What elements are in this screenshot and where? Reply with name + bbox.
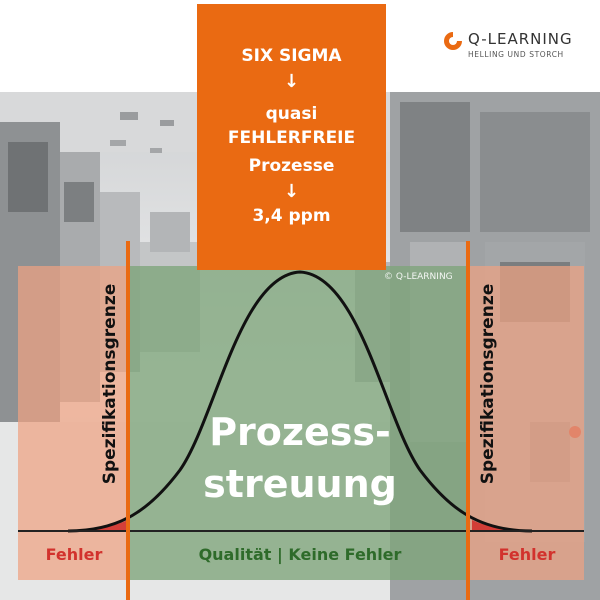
normal-distribution-curve xyxy=(67,270,533,533)
error-label-left: Fehler xyxy=(45,545,103,564)
ppm-value: 3,4 ppm xyxy=(252,206,331,226)
down-arrow-icon: ↓ xyxy=(283,71,300,92)
quality-zone xyxy=(130,266,470,580)
copyright-note: © Q-LEARNING xyxy=(384,272,453,282)
process-spread-line2: streuung xyxy=(203,462,397,506)
spec-limit-line-right xyxy=(466,241,470,600)
spec-limit-label-left: Spezifikationsgrenze xyxy=(100,283,120,485)
error-label-right: Fehler xyxy=(498,545,556,564)
logo-subtitle: HELLING UND STORCH xyxy=(468,50,564,59)
prozesse-text: Prozesse xyxy=(248,156,335,176)
q-learning-logo: Q-LEARNING HELLING UND STORCH xyxy=(442,28,582,68)
baseline xyxy=(18,530,584,532)
quality-label: Qualität | Keine Fehler xyxy=(198,545,402,564)
q-learning-logo-icon xyxy=(444,32,462,50)
six-sigma-title: SIX SIGMA xyxy=(241,46,342,66)
six-sigma-box: SIX SIGMA ↓ quasi FEHLERFREIE Prozesse ↓… xyxy=(197,4,386,270)
right-error-tail xyxy=(472,520,532,531)
down-arrow-icon: ↓ xyxy=(283,181,300,202)
logo-name: Q-LEARNING xyxy=(468,30,573,48)
spec-limit-line-left xyxy=(126,241,130,600)
fehlerfreie-text: FEHLERFREIE xyxy=(227,128,356,148)
quasi-text: quasi xyxy=(265,104,318,124)
spec-limit-label-right: Spezifikationsgrenze xyxy=(478,283,498,485)
left-error-tail xyxy=(68,520,128,531)
process-spread-line1: Prozess- xyxy=(209,410,391,454)
